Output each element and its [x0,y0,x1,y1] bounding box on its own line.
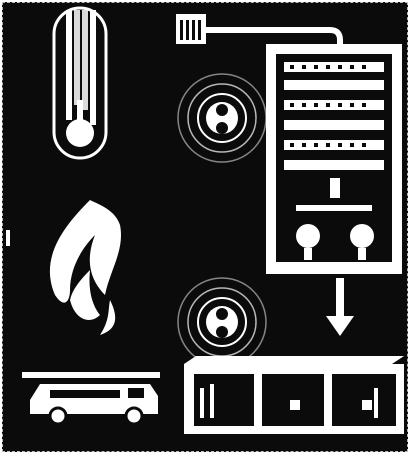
building-icon [184,356,404,434]
smoke-sensor-upper-icon [177,73,267,163]
flame-icon [49,200,122,335]
panel-knob-left [296,224,320,248]
panel-indicator-rows [284,62,384,170]
arrow-down-icon [326,278,354,336]
alarm-control-panel-icon [266,44,402,274]
connection-wire [205,27,343,48]
left-edge-marker [6,230,10,246]
panel-knob-right [350,224,374,248]
panel-indicator-dots [290,65,366,147]
thermometer-icon [52,6,108,160]
panel-bar [296,205,372,211]
panel-switch [330,178,340,198]
fire-truck-icon [22,372,160,426]
smoke-sensor-lower-icon [177,277,267,367]
top-connector-icon [176,14,206,44]
